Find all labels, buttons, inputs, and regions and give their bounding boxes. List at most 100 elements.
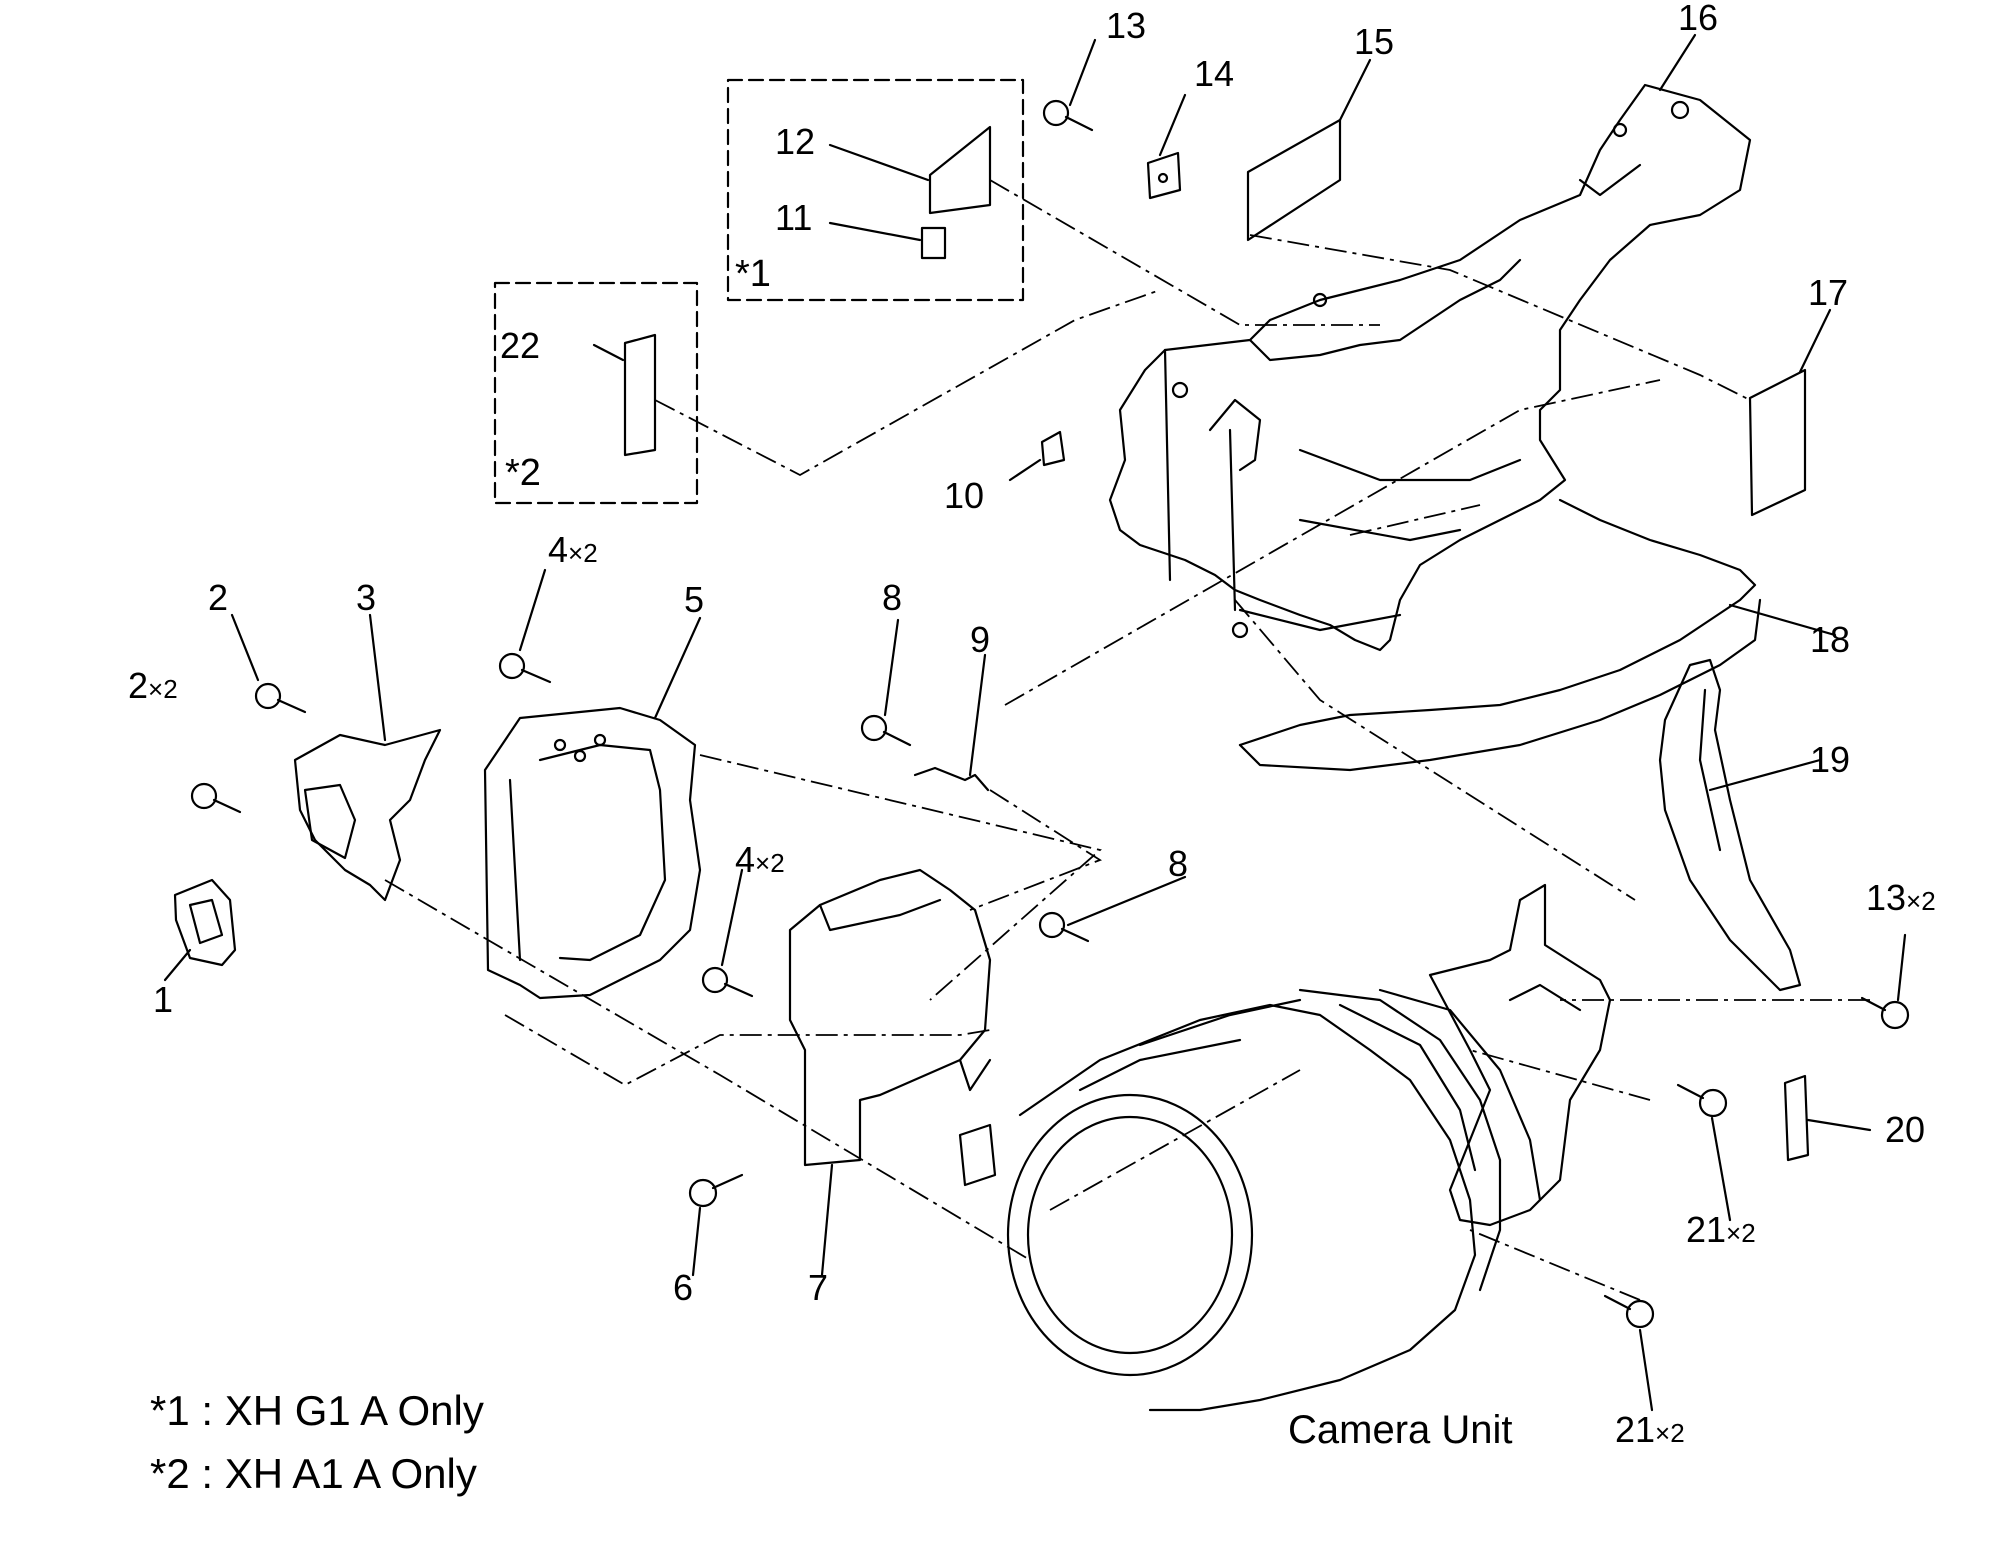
part-7-bracket [788,868,992,1167]
screw-13-top [1042,99,1094,132]
part-12-sheet [928,125,992,215]
callout-21x2-upper: 21×2 [1686,1209,1756,1250]
option-group-2-marker: *2 [505,452,541,494]
align-line-a [654,289,1161,477]
leader-2 [230,613,260,682]
align-line-g [504,1014,991,1087]
callout-1: 1 [153,979,174,1020]
screw-2 [254,682,307,714]
callout-6: 6 [673,1267,694,1308]
align-line-i [1234,599,1636,901]
callout-8-upper: 8 [882,577,903,618]
align-line-c [1249,234,1751,401]
callout-2x2: 2×2 [128,665,178,706]
align-line-h [384,879,1031,1261]
callout-11: 11 [775,197,813,238]
leader-21-upper [1710,1116,1732,1222]
callout-21x2-lower: 21×2 [1615,1409,1685,1450]
screw-6 [688,1173,744,1208]
leader-19 [1708,758,1822,792]
leader-15 [1338,58,1372,122]
part-5-finder [483,706,702,1000]
align-line-f [969,789,1102,911]
leader-14 [1158,93,1187,157]
callout-7: 7 [808,1267,829,1308]
screw-21x2-upper [1676,1083,1728,1118]
align-line-d [1004,379,1661,706]
leader-8-lower [1066,875,1187,927]
callout-4x2-upper: 4×2 [548,529,598,570]
leader-16 [1658,33,1697,92]
callout-17: 17 [1808,272,1849,313]
align-line-m [1469,1229,1641,1301]
align-line-e [699,754,1102,1001]
callout-12: 12 [775,121,816,162]
leader-22 [592,343,625,362]
align-line-b [989,179,1380,326]
leader-4x2-lower [720,868,744,967]
callout-5: 5 [684,579,705,620]
callout-13: 13 [1106,5,1147,46]
part-15-sheet [1246,118,1342,242]
callout-19: 19 [1810,739,1851,780]
screw-8-upper [860,714,912,747]
leader-12 [828,143,930,182]
screw-4x2-lower [701,966,754,998]
leader-6 [691,1206,702,1277]
option-box-1 [726,78,1025,302]
align-line-k [1049,1069,1301,1211]
part-20-sheet [1783,1074,1810,1162]
leader-20 [1806,1118,1872,1132]
footnote-2: *2 : XH A1 A Only [150,1450,477,1497]
leader-11 [828,221,922,242]
leader-3 [368,613,387,742]
leader-1 [163,948,192,982]
callout-8-lower: 8 [1168,843,1189,884]
callout-9: 9 [970,619,991,660]
part-11-tab [920,226,947,260]
part-3-eyecup-housing [293,728,442,902]
screw-8-lower [1038,911,1090,943]
leader-7 [820,1163,834,1277]
part-9-spring [913,766,990,792]
callout-15: 15 [1354,21,1395,62]
part-19-guard [1658,658,1802,992]
part-10-tab [1040,430,1066,467]
callout-2: 2 [208,577,229,618]
option-group-1-marker: *1 [735,253,771,295]
part-1-eyecup [173,878,237,967]
leader-17 [1798,308,1832,374]
leader-13x2 [1896,933,1907,1002]
screw-2x2 [190,782,242,814]
callout-10: 10 [944,475,985,516]
callout-18: 18 [1810,619,1851,660]
callout-20: 20 [1885,1109,1926,1150]
leader-18 [1728,603,1837,637]
leader-13 [1068,38,1097,107]
leader-5 [653,616,702,720]
align-line-j [1469,1049,1651,1101]
callout-13x2: 13×2 [1866,877,1936,918]
screw-4x2-upper [498,652,552,684]
part-14-bracket [1146,151,1182,200]
part-16-chassis [1108,83,1752,652]
camera-unit-label: Camera Unit [1288,1408,1513,1452]
option-box-2 [493,281,699,505]
callout-4x2-lower: 4×2 [735,839,785,880]
footnote-1: *1 : XH G1 A Only [150,1387,484,1434]
part-18-flex [1238,498,1762,772]
camera-unit-body [958,883,1612,1227]
callout-14: 14 [1194,53,1235,94]
part-17-sheet [1748,368,1807,517]
leader-9 [968,653,987,777]
leader-21-lower [1638,1328,1654,1412]
align-line-l [1349,504,1481,536]
leader-4x2-upper [518,568,547,652]
part-22-strip [623,333,657,457]
leader-10 [1008,458,1042,482]
camera-unit-lens [1006,988,1542,1412]
leader-8-upper [883,618,900,717]
callout-3: 3 [356,577,377,618]
screw-21x2-lower [1603,1294,1655,1329]
